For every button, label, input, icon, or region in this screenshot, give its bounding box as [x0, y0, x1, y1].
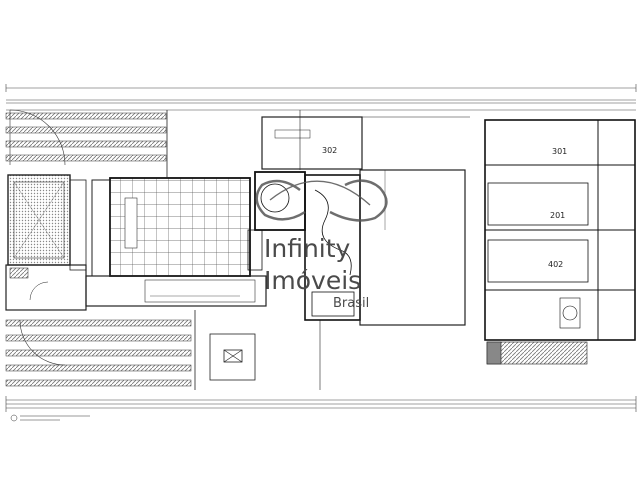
- watermark-logo-icon: [255, 179, 388, 222]
- top-dimension-lines: [5, 84, 637, 111]
- unit-label-402: 402: [548, 260, 563, 269]
- interior-walls: [166, 110, 321, 390]
- unit-label-201: 201: [550, 211, 565, 220]
- legend-stamp: [209, 333, 256, 381]
- right-garden-strip: [486, 341, 588, 365]
- left-storage-block: [7, 174, 71, 266]
- left-lower-parking: [5, 319, 192, 387]
- watermark: Infinity Imóveis Brasil: [255, 179, 388, 311]
- left-parking-area: [5, 109, 167, 166]
- watermark-line-1: Infinity: [264, 234, 351, 263]
- right-units-block: [484, 119, 636, 341]
- unit-302-room: [261, 116, 470, 170]
- unit-label-301: 301: [552, 147, 567, 156]
- central-tiled-hall: [85, 177, 267, 307]
- plan-caption: [10, 414, 90, 422]
- central-open-area: [359, 169, 466, 326]
- bottom-dimension-lines: [5, 396, 637, 412]
- watermark-line-3: Brasil: [333, 296, 369, 311]
- watermark-line-2: Imóveis: [264, 266, 361, 295]
- unit-label-302: 302: [322, 146, 337, 155]
